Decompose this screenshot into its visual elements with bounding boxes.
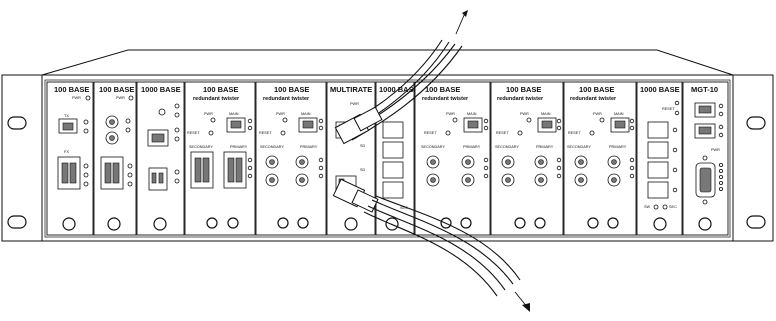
module-5-pwr-label: PWR bbox=[276, 112, 285, 116]
module-7-port-4[interactable] bbox=[382, 181, 404, 199]
module-11-title: 1000 BASE bbox=[640, 85, 680, 94]
module-12: MGT-10 PWR bbox=[682, 81, 729, 236]
module-8-primary-label: PRIMARY bbox=[463, 145, 481, 149]
module-7-port-2[interactable] bbox=[382, 141, 404, 159]
module-12-screw bbox=[698, 217, 712, 231]
module-5-primary-label: PRIMARY bbox=[300, 145, 318, 149]
upper-fiber-cable bbox=[334, 10, 468, 145]
module-7-port-1[interactable] bbox=[382, 121, 404, 139]
module-1: 100 BASE PWR TX FX bbox=[46, 81, 94, 236]
module-10-main-label: MAIN bbox=[614, 112, 624, 116]
module-4-secondary-label: SECONDARY bbox=[189, 145, 213, 149]
module-10: 100 BASE redundant twister PWR MAIN RESE… bbox=[563, 81, 637, 236]
module-3-screw bbox=[153, 217, 167, 231]
module-8-pwr-label: PWR bbox=[446, 112, 455, 116]
module-2-pwr-label: PWR bbox=[116, 96, 125, 100]
module-1-sc-port[interactable] bbox=[57, 156, 81, 190]
module-5-main-label: MAIN bbox=[301, 112, 311, 116]
module-4-main-label: MAIN bbox=[229, 112, 239, 116]
module-5-subtitle: redundant twister bbox=[263, 96, 310, 102]
module-8-secondary-label: SECONDARY bbox=[421, 145, 445, 149]
module-1-tx-label: TX bbox=[64, 114, 69, 118]
module-10-primary-label: PRIMARY bbox=[609, 145, 627, 149]
module-10-secondary-label: SECONDARY bbox=[567, 145, 591, 149]
module-2-screw bbox=[107, 217, 121, 231]
module-11-sec-label: SEC bbox=[669, 205, 677, 209]
module-3-sfp-port[interactable] bbox=[148, 167, 168, 191]
module-12-pwr-label: PWR bbox=[711, 148, 720, 152]
module-4-subtitle: redundant twister bbox=[193, 96, 240, 102]
module-11: 1000 BASE RESET SW SEC bbox=[636, 81, 683, 236]
module-8-subtitle: redundant twister bbox=[422, 96, 469, 102]
module-10-pwr-label: PWR bbox=[593, 112, 602, 116]
module-8: 100 BASE redundant twister PWR MAIN RESE… bbox=[414, 81, 491, 236]
module-8-main-label: MAIN bbox=[467, 112, 477, 116]
module-3-title: 1000 BASE bbox=[141, 85, 181, 94]
module-4-pwr-label: PWR bbox=[204, 112, 213, 116]
module-9-reset-label: RESET bbox=[496, 131, 509, 135]
module-11-reset-label: RESET bbox=[662, 107, 675, 111]
module-9-subtitle: redundant twister bbox=[497, 96, 544, 102]
module-1-fx-label: FX bbox=[64, 150, 69, 154]
left-rack-ear bbox=[1, 74, 43, 242]
module-6: MULTIRATE PWR SD SD bbox=[326, 81, 376, 236]
module-5-title: 100 BASE bbox=[274, 85, 309, 94]
module-6-screw bbox=[344, 217, 358, 231]
module-11-sw-label: SW bbox=[644, 205, 651, 209]
module-2-sc-port[interactable] bbox=[100, 156, 124, 190]
lower-fiber-cable bbox=[332, 178, 530, 312]
module-8-reset-button[interactable] bbox=[445, 130, 451, 136]
module-8-reset-label: RESET bbox=[424, 131, 437, 135]
module-5-reset-label: RESET bbox=[259, 131, 272, 135]
module-7-port-3[interactable] bbox=[382, 161, 404, 179]
right-rack-ear bbox=[732, 74, 774, 242]
module-5-secondary-label: SECONDARY bbox=[260, 145, 284, 149]
module-12-title: MGT-10 bbox=[691, 85, 718, 94]
module-9: 100 BASE redundant twister PWR MAIN RESE… bbox=[490, 81, 564, 236]
module-10-subtitle: redundant twister bbox=[570, 96, 617, 102]
module-11-screw bbox=[653, 217, 667, 231]
module-2: 100 BASE PWR bbox=[93, 81, 137, 236]
module-5-reset-button[interactable] bbox=[280, 130, 286, 136]
module-1-screw bbox=[62, 217, 76, 231]
module-9-reset-button[interactable] bbox=[517, 130, 523, 136]
module-6-sd-label-2: SD bbox=[360, 168, 366, 172]
module-2-title: 100 BASE bbox=[99, 85, 134, 94]
module-6-sd-label-1: SD bbox=[360, 144, 366, 148]
module-4-secondary-port[interactable] bbox=[190, 151, 214, 189]
module-11-port-3[interactable] bbox=[647, 161, 669, 179]
module-7-sec-label: SEC bbox=[400, 206, 408, 210]
module-9-title: 100 BASE bbox=[506, 85, 541, 94]
module-11-port-4[interactable] bbox=[647, 181, 669, 199]
module-9-pwr-label: PWR bbox=[520, 112, 529, 116]
module-6-pwr-label: PWR bbox=[350, 102, 359, 106]
module-1-pwr-label: PWR bbox=[72, 96, 81, 100]
module-10-reset-label: RESET bbox=[568, 131, 581, 135]
module-3: 1000 BASE bbox=[136, 81, 185, 236]
chassis-top bbox=[41, 49, 734, 76]
module-10-title: 100 BASE bbox=[579, 85, 614, 94]
module-4-primary-label: PRIMARY bbox=[230, 145, 248, 149]
module-4-reset-label: RESET bbox=[187, 131, 200, 135]
module-5: 100 BASE redundant twister PWR MAIN RESE… bbox=[255, 81, 327, 236]
module-11-port-2[interactable] bbox=[647, 141, 669, 159]
module-4-reset-button[interactable] bbox=[208, 130, 214, 136]
module-4-title: 100 BASE bbox=[203, 85, 238, 94]
module-4-primary-port[interactable] bbox=[223, 151, 247, 189]
module-11-port-1[interactable] bbox=[647, 121, 669, 139]
module-1-title: 100 BASE bbox=[54, 85, 89, 94]
module-1-pwr-led bbox=[85, 95, 91, 101]
module-9-main-label: MAIN bbox=[541, 112, 551, 116]
module-6-title: MULTIRATE bbox=[330, 85, 372, 94]
module-10-reset-button[interactable] bbox=[589, 130, 595, 136]
module-9-secondary-label: SECONDARY bbox=[495, 145, 519, 149]
module-4: 100 BASE redundant twister PWR MAIN RESE… bbox=[184, 81, 256, 236]
module-8-title: 100 BASE bbox=[425, 85, 460, 94]
module-9-primary-label: PRIMARY bbox=[536, 145, 554, 149]
